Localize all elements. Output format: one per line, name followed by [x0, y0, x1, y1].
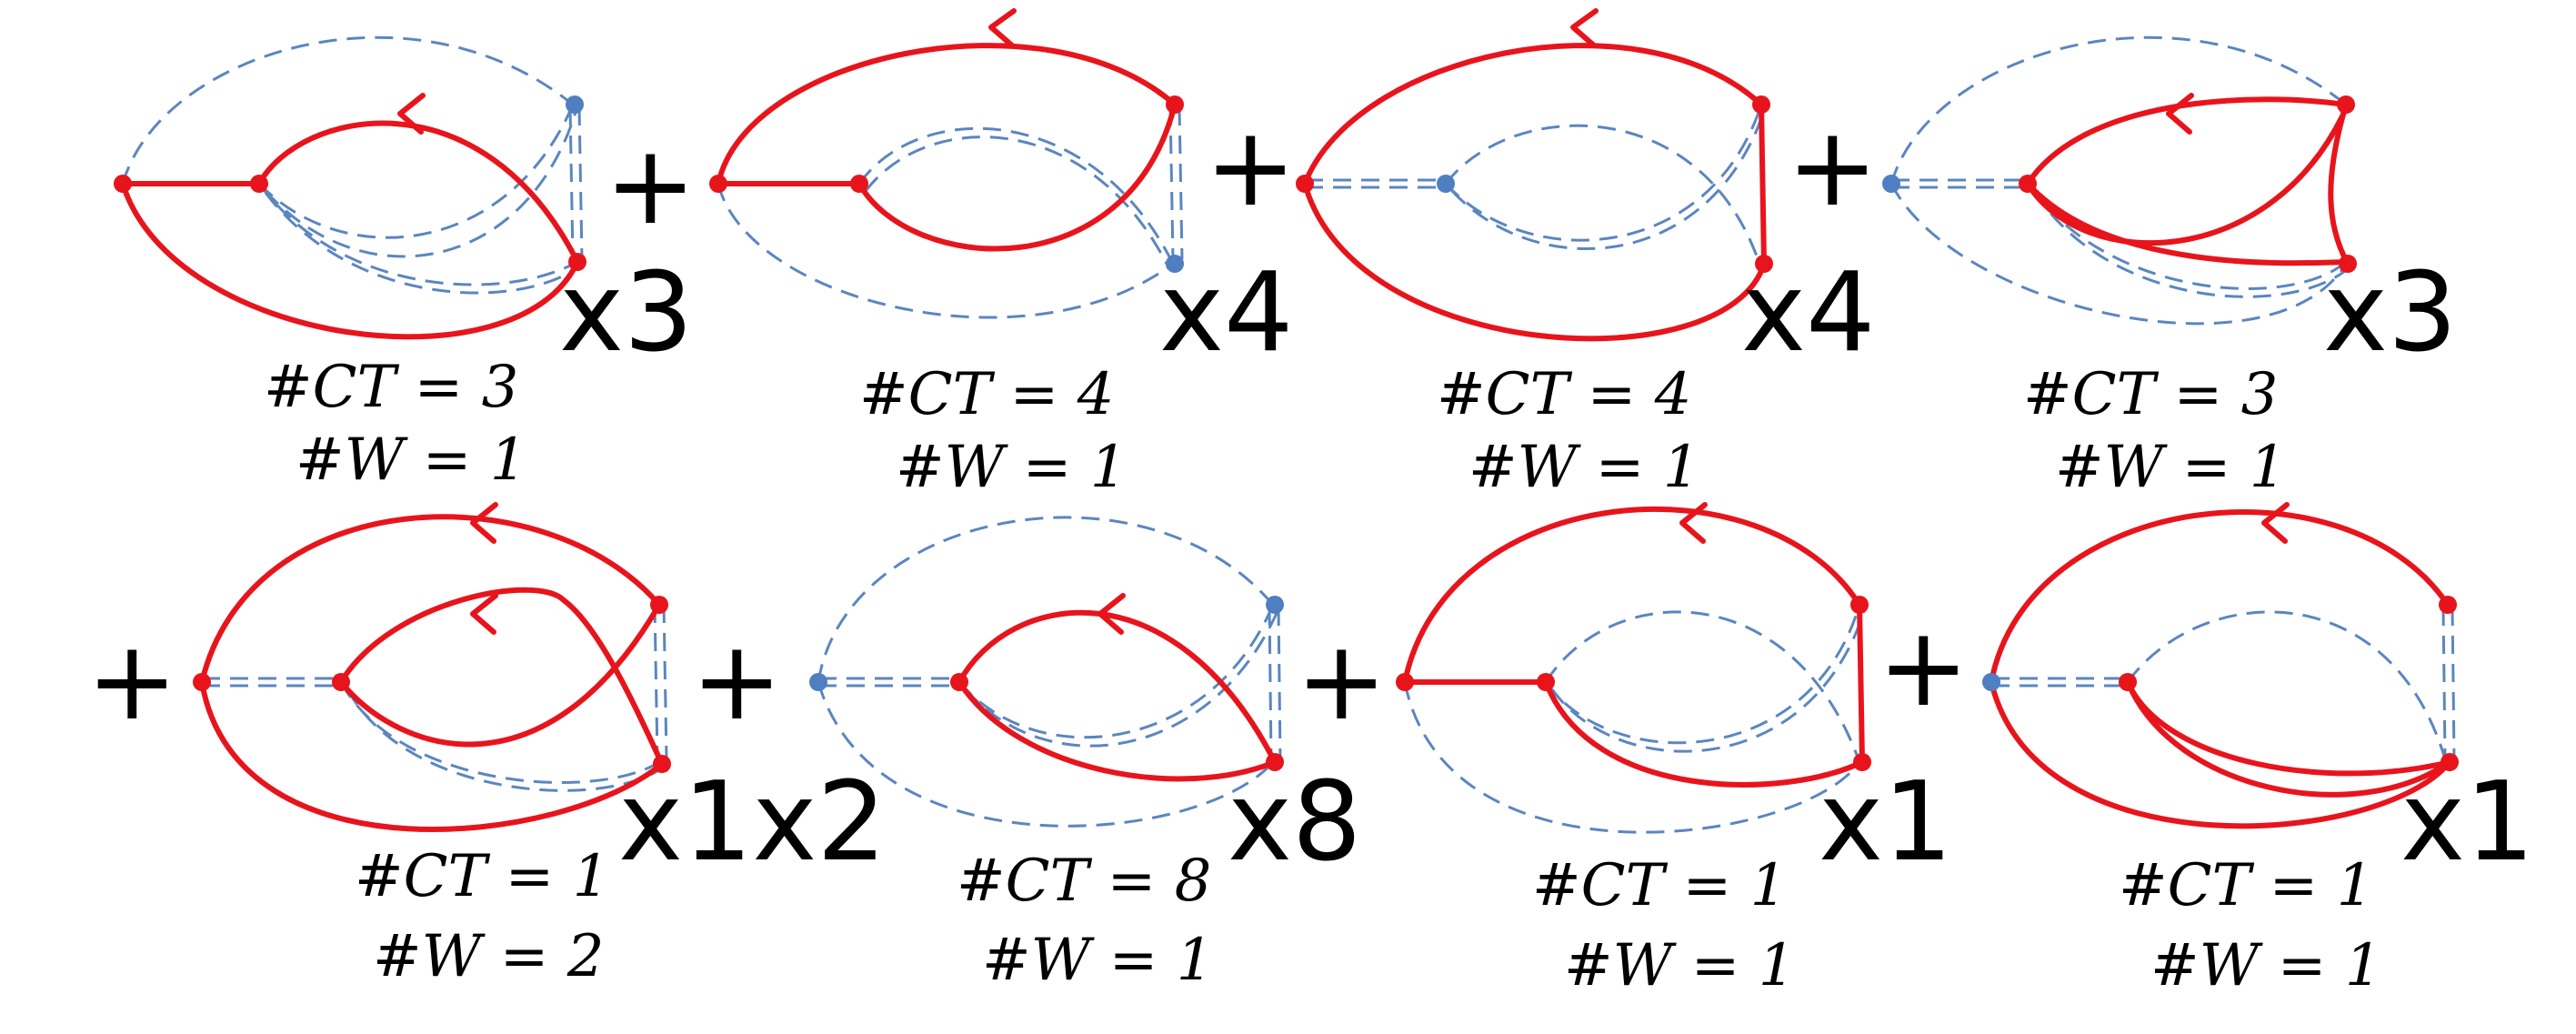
diagram-4 [1882, 35, 2357, 326]
multiplicity-label: x1x2 [618, 759, 887, 886]
multiplicity-label: x4 [1159, 250, 1293, 376]
arrow-icon [1679, 502, 1708, 544]
ct-label: #CT = 3 [264, 354, 518, 421]
w-label: #W = 1 [1468, 434, 1699, 501]
plus-sign: + [86, 618, 178, 745]
ct-label: #CT = 3 [2023, 361, 2278, 428]
plus-sign: + [605, 123, 697, 249]
ct-label: #CT = 4 [1437, 361, 1691, 428]
w-label: #W = 2 [373, 923, 604, 990]
arrow-icon [470, 593, 498, 635]
w-label: #W = 1 [2150, 932, 2381, 999]
plus-sign: + [1787, 105, 1879, 231]
plus-sign: + [1296, 618, 1388, 745]
multiplicity-label: x8 [1228, 759, 1361, 886]
ct-label: #CT = 8 [957, 848, 1211, 915]
multiplicity-label: x1 [1819, 759, 1952, 886]
w-label: #W = 1 [2055, 434, 2286, 501]
arrow-icon [1098, 593, 1126, 635]
arrow-icon [470, 502, 498, 544]
arrow-icon [2261, 502, 2290, 544]
ct-label: #CT = 4 [859, 361, 1114, 428]
w-label: #W = 1 [296, 427, 526, 494]
ct-label: #CT = 1 [2119, 852, 2373, 919]
arrow-icon [397, 93, 426, 135]
multiplicity-label: x3 [559, 250, 693, 376]
w-label: #W = 1 [896, 434, 1127, 501]
plus-sign: + [691, 618, 783, 745]
diagram-6 [809, 516, 1284, 828]
multiplicity-label: x3 [2323, 250, 2457, 376]
arrow-icon [1570, 8, 1599, 48]
multiplicity-label: x4 [1741, 250, 1875, 376]
w-label: #W = 1 [1564, 932, 1795, 999]
ct-label: #CT = 1 [355, 843, 609, 910]
multiplicity-label: x1 [2401, 759, 2534, 886]
diagram-8 [1982, 502, 2459, 829]
diagram-3 [1296, 8, 1773, 342]
diagram-5 [193, 502, 671, 832]
arrow-icon [2166, 93, 2194, 135]
plus-sign: + [1205, 105, 1297, 231]
diagram-2 [709, 8, 1184, 319]
diagram-1 [114, 35, 586, 340]
plus-sign: + [1878, 605, 1970, 731]
w-label: #W = 1 [982, 927, 1213, 994]
diagram-7 [1396, 502, 1871, 834]
ct-label: #CT = 1 [1532, 852, 1787, 919]
arrow-icon [988, 8, 1017, 48]
